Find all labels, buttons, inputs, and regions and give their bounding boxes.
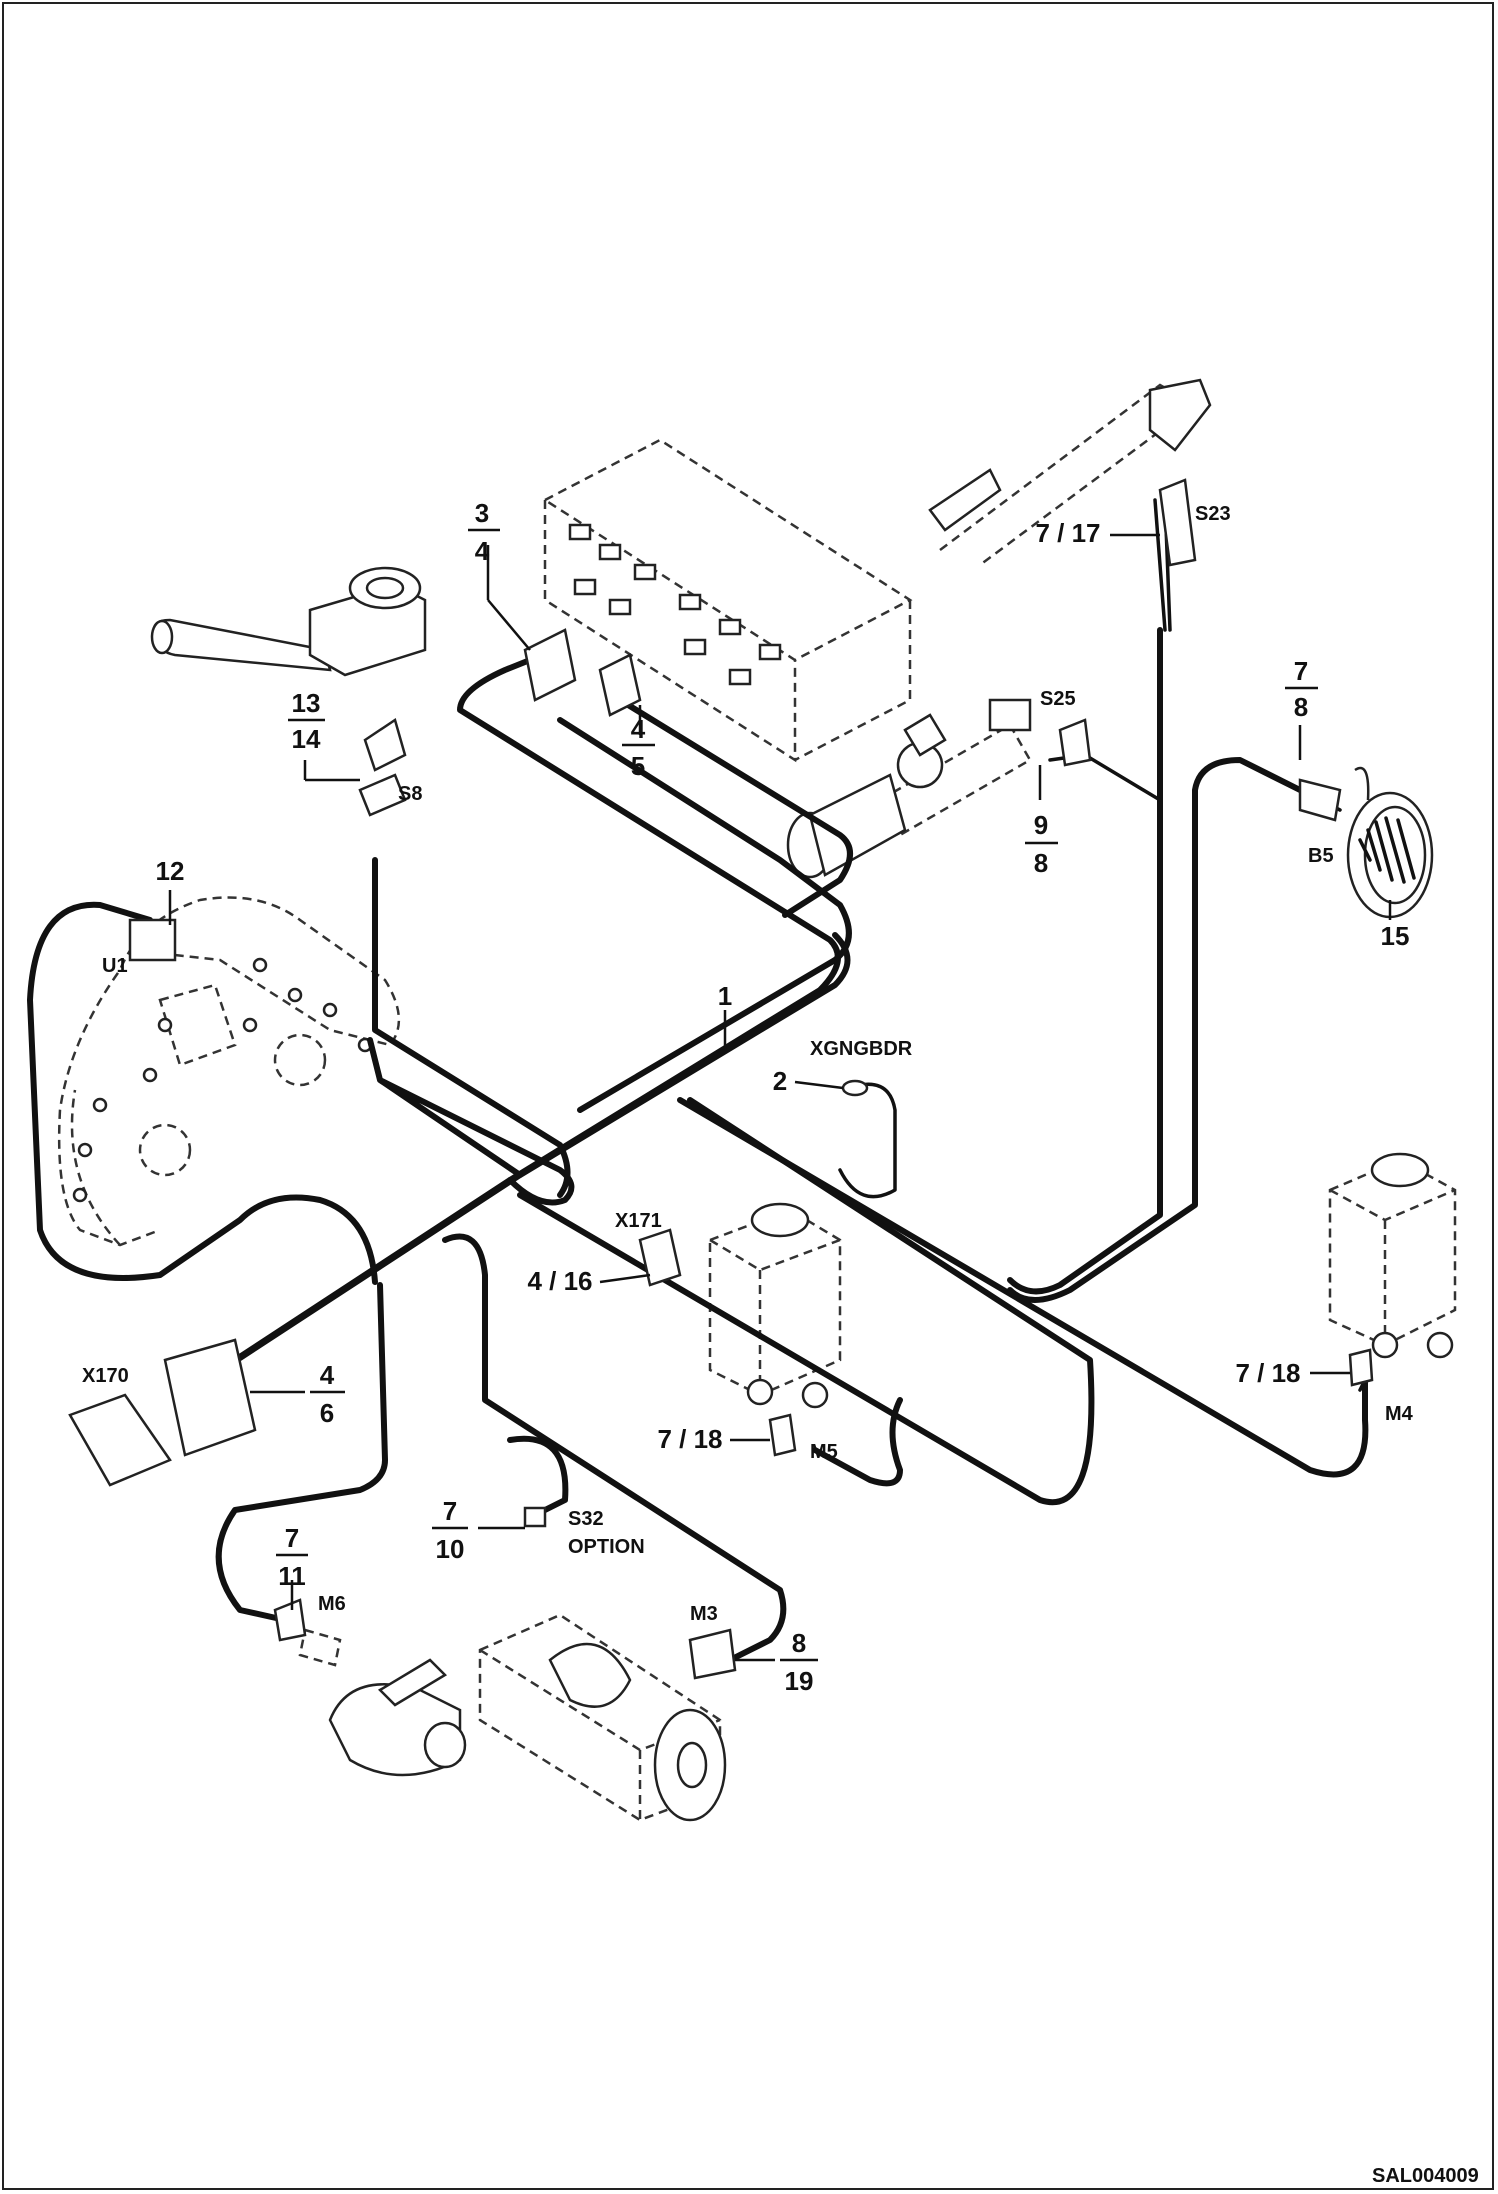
main-harness xyxy=(27,627,1369,1663)
callout-7-10-top: 7 xyxy=(443,1496,457,1526)
label-x171: X171 xyxy=(615,1210,662,1232)
callout-8-19-bottom: 19 xyxy=(785,1666,814,1696)
s8-connector xyxy=(358,773,407,817)
label-m5: M5 xyxy=(810,1441,838,1463)
callout-7-17: 7 / 17 xyxy=(1035,518,1100,548)
washer-reservoir-right xyxy=(1328,1152,1457,1359)
callout-7-11-top: 7 xyxy=(285,1523,299,1553)
leader-lines xyxy=(168,528,1392,1662)
callout-4-6-bottom: 6 xyxy=(320,1398,334,1428)
callout-7-18-left: 7 / 18 xyxy=(657,1424,722,1454)
xgngbdr-connector xyxy=(841,1079,869,1097)
u1-connector xyxy=(128,918,177,962)
callout-2: 2 xyxy=(773,1066,787,1096)
callout-7-10-bottom: 10 xyxy=(436,1534,465,1564)
master-cylinder xyxy=(786,698,1032,879)
callout-4-16: 4 / 16 xyxy=(527,1266,592,1296)
x170-connector xyxy=(163,1338,257,1457)
component-labels: S23 S25 S8 U1 B5 XGNGBDR X171 X170 M5 M4… xyxy=(82,503,1479,2187)
label-m3: M3 xyxy=(690,1603,718,1625)
callout-3-4-bottom: 4 xyxy=(475,536,490,566)
label-b5: B5 xyxy=(1308,845,1334,867)
connector-4-5 xyxy=(598,653,642,717)
m4-connector xyxy=(1348,1348,1374,1387)
m5-connector xyxy=(768,1413,797,1457)
callouts: 3 4 4 5 13 14 12 1 7 / 17 9 8 7 8 15 2 4… xyxy=(156,498,1410,1696)
m3-connector xyxy=(688,1628,737,1680)
callout-8-19-top: 8 xyxy=(792,1628,806,1658)
blower-motor xyxy=(478,1613,727,1822)
drawing-code: SAL004009 xyxy=(1372,2165,1479,2187)
callout-1: 1 xyxy=(718,981,732,1011)
column-switch xyxy=(150,566,427,677)
label-m6: M6 xyxy=(318,1593,346,1615)
callout-15: 15 xyxy=(1381,921,1410,951)
label-m4: M4 xyxy=(1385,1403,1414,1425)
callout-4-6-top: 4 xyxy=(320,1360,335,1390)
callout-12: 12 xyxy=(156,856,185,886)
callout-7-18-right: 7 / 18 xyxy=(1235,1358,1300,1388)
label-s25: S25 xyxy=(1040,688,1076,710)
callout-13-14-bottom: 14 xyxy=(292,724,321,754)
label-u1: U1 xyxy=(102,955,128,977)
callout-7-8-bottom: 8 xyxy=(1294,692,1308,722)
wiper-motor xyxy=(298,1628,467,1777)
callout-4-5-top: 4 xyxy=(631,714,646,744)
washer-reservoir-middle xyxy=(708,1202,842,1409)
s25-connector xyxy=(1058,718,1092,767)
label-s8: S8 xyxy=(398,783,422,805)
connectors xyxy=(68,478,1374,1680)
s32-switch xyxy=(523,1506,547,1528)
callout-13-14-top: 13 xyxy=(292,688,321,718)
control-box xyxy=(542,438,913,763)
callout-3-4-top: 3 xyxy=(475,498,489,528)
callout-7-11-bottom: 11 xyxy=(278,1561,306,1591)
label-option: OPTION xyxy=(568,1536,645,1558)
connector-3-4 xyxy=(523,628,577,702)
label-s32: S32 xyxy=(568,1508,604,1530)
callout-4-5-bottom: 5 xyxy=(631,751,645,781)
callout-9-8-top: 9 xyxy=(1034,810,1048,840)
s23-switch xyxy=(1158,478,1197,567)
b5-connector xyxy=(1298,778,1342,822)
thin-wires xyxy=(283,498,1367,1637)
label-xgngbdr: XGNGBDR xyxy=(810,1038,913,1060)
m6-connector xyxy=(273,1598,307,1642)
brake-pedal xyxy=(928,378,1212,567)
label-x170: X170 xyxy=(82,1365,129,1387)
callout-7-8-top: 7 xyxy=(1294,656,1308,686)
callout-9-8-bottom: 8 xyxy=(1034,848,1048,878)
x171-connector xyxy=(638,1228,682,1287)
horn xyxy=(1346,766,1434,919)
instrument-cluster xyxy=(57,896,401,1247)
label-s23: S23 xyxy=(1195,503,1231,525)
